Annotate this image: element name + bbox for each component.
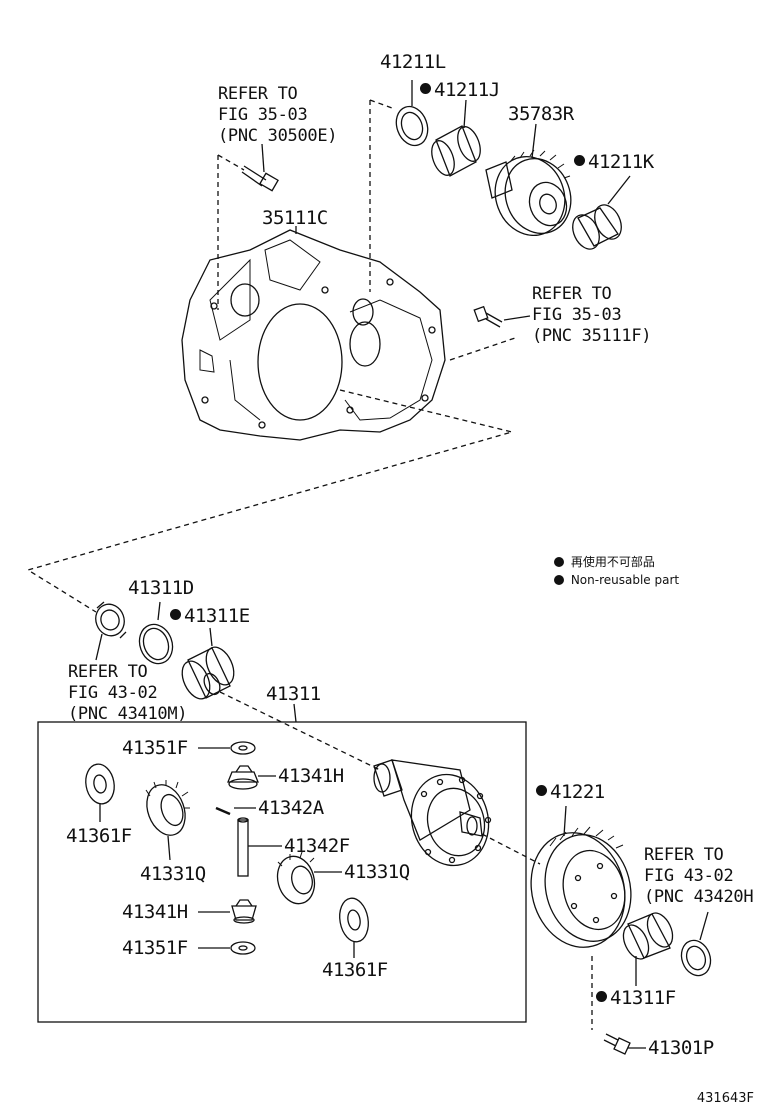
pin-41342a [215, 806, 231, 816]
part-label-41331q-left: 41331Q [140, 863, 206, 885]
pinion-gear-41331q-left [145, 780, 190, 836]
part-label-41351f-bottom: 41351F [122, 937, 188, 959]
diagram-code: 431643F [696, 1091, 754, 1106]
differential-assembly-box [37, 721, 527, 1023]
bolt-30500e [241, 165, 279, 192]
non-reusable-marker-icon [554, 574, 564, 585]
non-reusable-marker-icon [574, 155, 585, 166]
non-reusable-marker-icon [170, 609, 181, 620]
legend-jp: 再使用不可部品 [554, 553, 679, 571]
oil-seal-43420h [680, 939, 712, 977]
part-label-41341h-right: 41341H [278, 765, 344, 787]
non-reusable-marker-icon [596, 991, 607, 1002]
legend-en: Non-reusable part [554, 571, 679, 589]
side-gear-41341h-right [227, 765, 259, 790]
part-label-41341h-left: 41341H [122, 901, 188, 923]
part-label-41342f: 41342F [284, 835, 350, 857]
non-reusable-marker-icon [420, 83, 431, 94]
part-label-41331q-right: 41331Q [344, 861, 410, 883]
bearing-41211k [572, 204, 622, 250]
shim-41311d [138, 623, 174, 665]
ring-gear-41221 [530, 826, 632, 948]
part-label-41361f-left: 41361F [66, 825, 132, 847]
bearing-41211j [431, 125, 481, 177]
bearing-41311f [622, 912, 674, 960]
part-label-41211k: 41211K [574, 152, 654, 172]
part-label-41342a: 41342A [258, 797, 324, 819]
part-label-41211j: 41211J [420, 80, 500, 100]
bearing-41311e [181, 646, 235, 700]
part-label-41361f-right: 41361F [322, 959, 388, 981]
washer-41351f-bottom [230, 941, 256, 955]
side-gear-41341h-left [231, 899, 257, 924]
pinion-shaft-41342f [237, 817, 249, 877]
part-label-41351f-top: 41351F [122, 737, 188, 759]
washer-41361f-right [339, 897, 369, 943]
part-label-35111c: 35111C [262, 207, 328, 229]
pinion-gear-41331q-right [276, 851, 316, 905]
part-label-41311: 41311 [266, 683, 321, 705]
legend: 再使用不可部品 Non-reusable part [554, 553, 679, 589]
housing-to-differential-dashed-line [26, 389, 515, 613]
differential-case [373, 759, 492, 867]
part-label-41311e: 41311E [170, 606, 250, 626]
part-label-41221: 41221 [536, 782, 605, 802]
gear-35783r [485, 149, 572, 236]
bolt-35111f [473, 305, 503, 328]
non-reusable-marker-icon [554, 556, 564, 567]
part-label-35783r: 35783R [508, 103, 574, 125]
non-reusable-marker-icon [536, 785, 547, 796]
washer-41361f-left [85, 763, 115, 805]
washer-41211l [395, 105, 429, 147]
transmission-case-35111c [181, 229, 446, 441]
bolt-41301p [603, 1033, 631, 1055]
oil-seal-43410m [95, 601, 127, 639]
part-label-41211l: 41211L [380, 51, 446, 73]
part-label-41311d: 41311D [128, 577, 194, 599]
part-label-41301p: 41301P [648, 1037, 714, 1059]
washer-41351f-top [230, 741, 256, 755]
part-label-41311f: 41311F [596, 988, 676, 1008]
